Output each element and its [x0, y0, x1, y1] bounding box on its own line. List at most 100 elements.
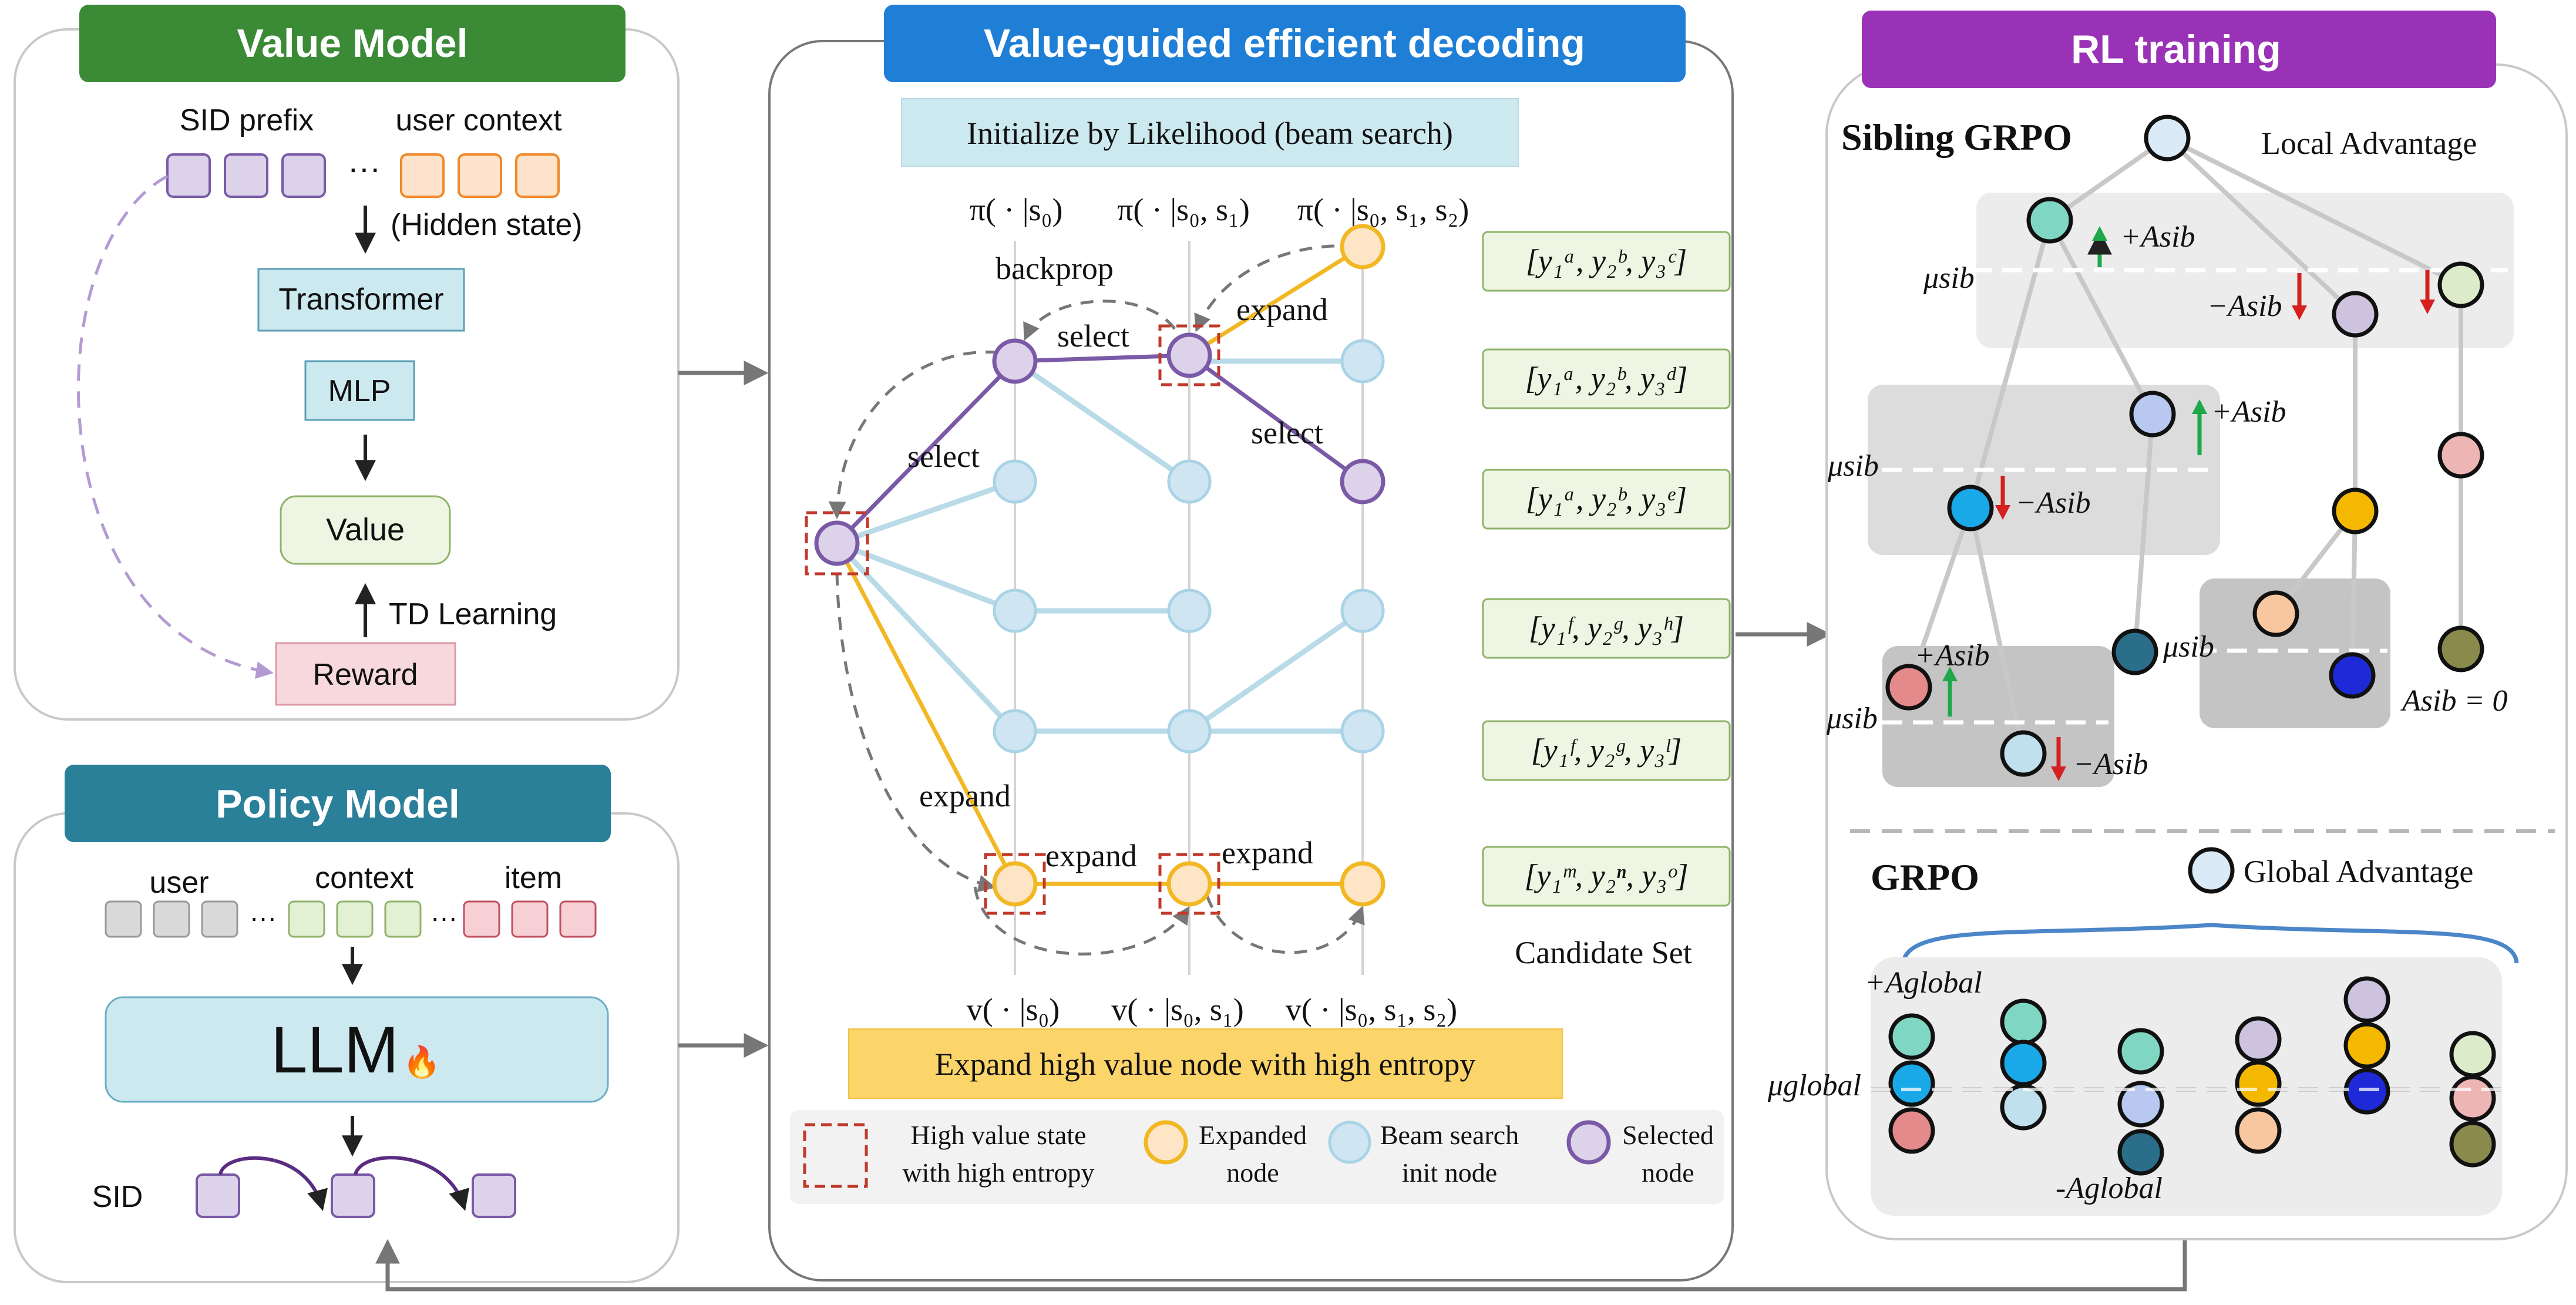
- ellipsis: ···: [348, 149, 381, 186]
- grpo-root-node: [2188, 847, 2235, 894]
- value-label-1: v( · |s₀): [967, 992, 1060, 1027]
- policy-model-panel: Policy Model user context item ··· ··· L…: [14, 765, 680, 1283]
- candidate-3: [y₁ᵃ, y₂ᵇ, y₃ᵉ]: [1526, 481, 1687, 516]
- legend-beam-line2: init node: [1402, 1158, 1497, 1188]
- tree-node-teal: [2026, 197, 2073, 244]
- policy-label-1: π( · |s₀): [970, 192, 1063, 227]
- policy-model-header: [65, 765, 611, 842]
- llm-label: LLM: [271, 1013, 399, 1087]
- reward-feedback-arrow: [76, 174, 274, 679]
- hidden-state-label: (Hidden state): [391, 208, 583, 242]
- td-learning-label: TD Learning: [389, 597, 557, 631]
- sid-tokens: [196, 1173, 516, 1218]
- decoding-header: [884, 5, 1686, 82]
- user-context-tokens: [400, 153, 560, 198]
- decoding-title: Value-guided efficient decoding: [984, 21, 1585, 66]
- legend-selected-swatch: [1566, 1120, 1611, 1165]
- mlp-box: [304, 360, 415, 421]
- legend-expanded-swatch: [1144, 1120, 1188, 1165]
- legend-expanded-line2: node: [1226, 1158, 1279, 1188]
- value-label-3: v( · |s₀, s₁, s₂): [1286, 992, 1457, 1027]
- tree-node-rose: [1885, 664, 1932, 711]
- legend-high-value-line1: High value state: [911, 1120, 1087, 1150]
- legend-beam-line1: Beam search: [1380, 1120, 1519, 1150]
- mlp-label: MLP: [328, 374, 391, 408]
- ellipsis-2: ···: [431, 902, 458, 933]
- legend-high-value-line2: with high entropy: [902, 1158, 1094, 1188]
- rl-training-header: [1862, 11, 2496, 88]
- rl-to-policy-feedback-arrow: [375, 1236, 2187, 1291]
- tree-node-dark-teal: [2111, 628, 2158, 675]
- tree-node-blue: [1947, 485, 1994, 532]
- policy-label-3: π( · |s₀, s₁, s₂): [1297, 192, 1469, 227]
- legend-selected-line1: Selected: [1622, 1120, 1714, 1150]
- mean-lines: [1882, 268, 2508, 725]
- minus-a-sib-3: −Asib: [2073, 748, 2148, 781]
- transformer-label: Transformer: [278, 282, 443, 317]
- user-context-label: user context: [395, 103, 562, 137]
- sid-prefix-label: SID prefix: [180, 103, 314, 137]
- expand-bottom-1-label: expand: [1045, 838, 1137, 873]
- llm-box: [105, 996, 609, 1103]
- reward-label: Reward: [312, 658, 418, 692]
- select-right-label: select: [1251, 415, 1323, 450]
- local-advantage-label: Local Advantage: [2261, 126, 2477, 161]
- tree-node-peach: [2252, 590, 2299, 637]
- sid-arrow-1: [218, 1156, 328, 1211]
- mu-sib-2: μsib: [1827, 449, 1879, 483]
- candidate-2: [y₁ᵃ, y₂ᵇ, y₃ᵈ]: [1525, 361, 1687, 396]
- tree-node-gold: [2332, 487, 2379, 534]
- grpo-label: GRPO: [1871, 856, 1979, 898]
- expand-bottom-2-label: expand: [1222, 835, 1313, 870]
- arrow-heads: [1942, 226, 2435, 781]
- tree-node-light-green: [2437, 261, 2484, 308]
- candidate-set: [y₁ᵃ, y₂ᵇ, y₃ᶜ] [y₁ᵃ, y₂ᵇ, y₃ᵈ] [y₁ᵃ, y₂…: [1482, 231, 1731, 907]
- policy-label-2: π( · |s₀, s₁): [1117, 192, 1250, 227]
- candidate-set-label: Candidate Set: [1515, 935, 1691, 970]
- item-tokens: [463, 900, 597, 938]
- a-sib-zero: Asib = 0: [2400, 684, 2508, 718]
- sid-label: SID: [92, 1180, 143, 1214]
- expand-banner-text: Expand high value node with high entropy: [935, 1047, 1476, 1082]
- select-top-label: select: [1057, 318, 1129, 354]
- sibling-grpo-label: Sibling GRPO: [1841, 116, 2072, 158]
- user-tokens: [105, 900, 238, 938]
- global-advantage-label: Global Advantage: [2244, 854, 2473, 889]
- value-model-title: Value Model: [237, 21, 468, 66]
- item-label: item: [505, 861, 562, 895]
- plus-a-sib-2: +Asib: [2211, 395, 2286, 429]
- root-node: [2144, 115, 2191, 162]
- reward-box: [275, 642, 456, 706]
- policy-model-title: Policy Model: [216, 782, 460, 826]
- decoding-panel: Value-guided efficient decoding Initiali…: [768, 5, 1734, 1282]
- init-banner: [901, 98, 1519, 167]
- high-value-boxes: [805, 324, 1220, 915]
- select-left-label: select: [907, 439, 980, 474]
- tree-node-sky: [2000, 730, 2047, 777]
- sid-arrow-2: [354, 1156, 469, 1211]
- expand-top-label: expand: [1236, 292, 1328, 327]
- legend-selected-line2: node: [1642, 1158, 1694, 1188]
- context-tokens: [288, 900, 422, 938]
- init-banner-text: Initialize by Likelihood (beam search): [967, 116, 1453, 151]
- beam-nodes: [993, 339, 1385, 754]
- candidate-1: [y₁ᵃ, y₂ᵇ, y₃ᶜ]: [1526, 243, 1687, 278]
- mu-sib-4: μsib: [1826, 702, 1878, 735]
- tree-node-navy: [2329, 652, 2376, 699]
- value-label: Value: [326, 512, 405, 547]
- tree-node-pink: [2437, 432, 2484, 479]
- grpo-brace: [1901, 923, 2519, 964]
- minus-a-sib-2: −Asib: [2016, 486, 2091, 520]
- plus-a-global: +Aglobal: [1865, 966, 1982, 1000]
- expanded-nodes: [992, 224, 1385, 907]
- sibling-tree-edges: [1906, 136, 2463, 754]
- tree-node-olive: [2437, 625, 2484, 672]
- legend-high-value-swatch: [803, 1123, 868, 1188]
- candidate-6: [y₁ᵐ, y₂ⁿ, y₃ᵒ]: [1524, 858, 1688, 893]
- value-label-2: v( · |s₀, s₁): [1111, 992, 1243, 1027]
- fire-icon: 🔥: [403, 1044, 441, 1079]
- sid-prefix-tokens: [166, 153, 326, 198]
- value-model-header: [79, 5, 625, 82]
- candidate-5: [y₁ᶠ, y₂ᵍ, y₃ˡ]: [1531, 732, 1682, 768]
